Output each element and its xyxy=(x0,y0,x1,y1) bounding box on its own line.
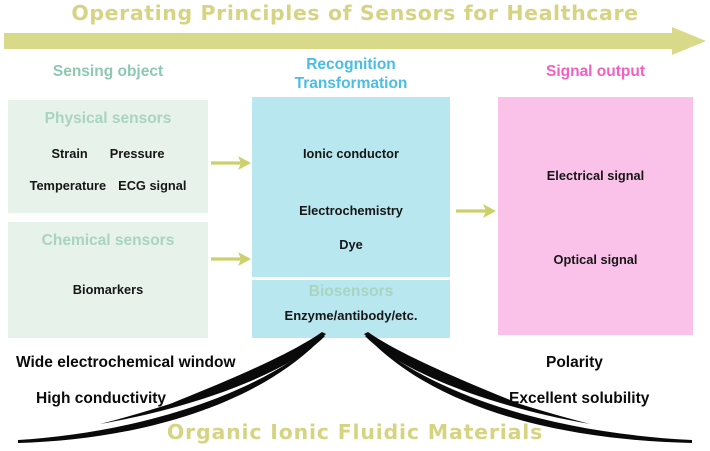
arrow-recognition-to-signal-icon xyxy=(456,204,496,218)
signal-item-optical-signal: Optical signal xyxy=(553,252,638,267)
page-title: Operating Principles of Sensors for Heal… xyxy=(71,1,639,25)
recognition-item-dye: Dye xyxy=(339,237,363,252)
panel-heading-chemical-sensors: Chemical sensors xyxy=(41,232,175,249)
recognition-item-ionic-conductor: Ionic conductor xyxy=(303,146,399,161)
caption-line-2: Transformation xyxy=(294,75,408,92)
panel-heading-physical-sensors: Physical sensors xyxy=(44,110,172,127)
column-caption-recognition-transformation: Recognition Transformation xyxy=(252,55,450,93)
recognition-item-electrochemistry: Electrochemistry xyxy=(299,203,403,218)
arrow-chemical-to-recognition-icon xyxy=(211,252,251,266)
caption-line-1: Recognition xyxy=(306,56,396,73)
arrow-physical-to-recognition-icon xyxy=(211,156,251,170)
header-right-arrow-icon xyxy=(4,27,706,55)
property-label-polarity: Polarity xyxy=(546,354,603,371)
physical-sensor-row: Temperature ECG signal xyxy=(8,178,208,193)
sensor-item-pressure: Pressure xyxy=(109,146,165,161)
physical-sensor-row: Strain Pressure xyxy=(8,146,208,161)
converging-arrows-icon xyxy=(18,332,692,443)
panel-heading-biosensors: Biosensors xyxy=(308,283,394,300)
column-caption-signal-output: Signal output xyxy=(545,63,645,80)
sensor-item-ecg-signal: ECG signal xyxy=(118,178,187,193)
sensor-item-temperature: Temperature xyxy=(29,178,107,193)
panel-physical-sensors: Physical sensors Strain Pressure Tempera… xyxy=(8,100,208,213)
property-label-wide-electrochemical-window: Wide electrochemical window xyxy=(16,354,236,371)
footer-title: Organic Ionic Fluidic Materials xyxy=(166,420,544,444)
signal-item-electrical-signal: Electrical signal xyxy=(546,168,645,183)
panel-recognition-transformation: Ionic conductor Electrochemistry Dye xyxy=(252,97,450,277)
panel-signal-output: Electrical signal Optical signal xyxy=(498,97,693,335)
chemical-sensor-row: Biomarkers xyxy=(8,282,208,297)
column-caption-sensing-object: Sensing object xyxy=(52,63,164,80)
sensor-item-biomarkers: Biomarkers xyxy=(72,282,144,297)
panel-biosensors: Biosensors Enzyme/antibody/etc. xyxy=(252,280,450,338)
sensor-item-strain: Strain xyxy=(51,146,88,161)
panel-chemical-sensors: Chemical sensors Biomarkers xyxy=(8,222,208,338)
biosensor-item-enzyme-antibody: Enzyme/antibody/etc. xyxy=(284,308,418,323)
property-label-high-conductivity: High conductivity xyxy=(36,390,167,407)
property-label-excellent-solubility: Excellent solubility xyxy=(509,390,650,407)
